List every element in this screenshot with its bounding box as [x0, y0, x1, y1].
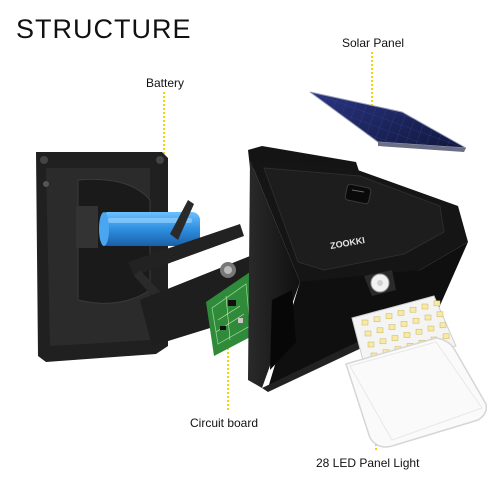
led-chip: [400, 321, 408, 327]
led-chip: [412, 317, 420, 324]
led-chip: [415, 328, 423, 335]
led-diffuser-cover: [345, 337, 488, 448]
motion-sensor: [364, 270, 396, 296]
battery-label: Battery: [146, 76, 185, 90]
led-chip: [442, 333, 450, 340]
page-title: STRUCTURE: [16, 14, 192, 44]
led-chip: [388, 324, 396, 330]
led-chip: [424, 314, 432, 321]
led-panel-label: 28 LED Panel Light: [316, 456, 420, 470]
led-chip: [379, 338, 387, 345]
led-chip: [403, 332, 411, 338]
led-chip: [367, 341, 375, 348]
solar-panel: [309, 91, 467, 152]
led-chip: [436, 311, 444, 318]
led-chip: [361, 319, 369, 326]
solar-panel-label: Solar Panel: [342, 36, 405, 50]
led-chip: [421, 303, 429, 310]
circuit-board: [206, 272, 256, 356]
led-chip: [433, 300, 441, 307]
circuit-board-label: Circuit board: [190, 416, 259, 430]
led-chip: [373, 316, 381, 323]
battery-bracket: [128, 200, 262, 346]
led-chip: [397, 310, 405, 316]
led-chip: [439, 322, 447, 329]
led-chip: [427, 325, 435, 332]
led-chip: [391, 335, 399, 341]
led-chip: [376, 327, 384, 334]
led-chip: [409, 306, 417, 313]
led-chip: [385, 313, 393, 319]
led-chip: [364, 330, 372, 337]
